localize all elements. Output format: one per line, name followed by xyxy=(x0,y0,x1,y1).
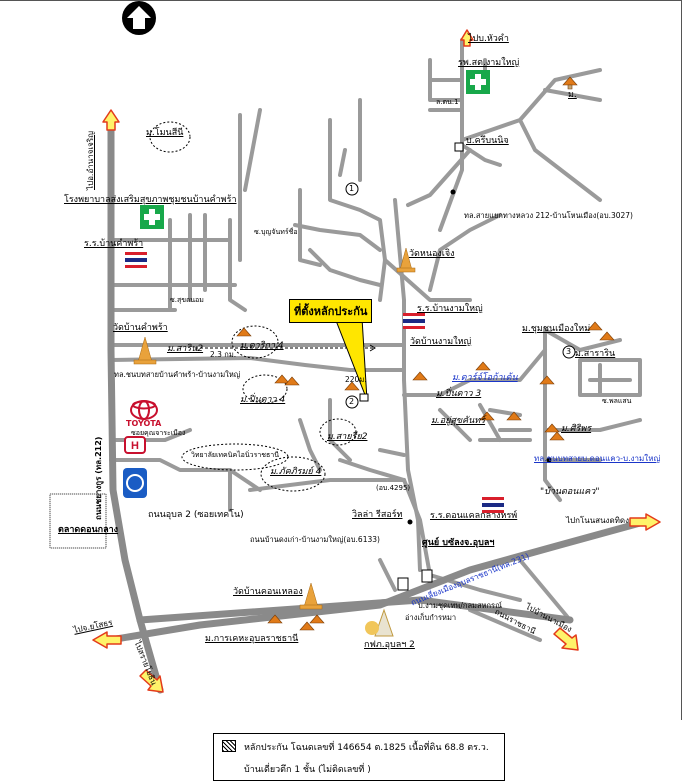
soi-label: ล.ตน.1 xyxy=(436,98,459,106)
to-huakua-label: ไปบ.หัวคํา xyxy=(468,34,509,44)
hatch-swatch-icon xyxy=(222,740,236,752)
college-label: วิทยาลัยเทคนิคไอนิ่วราชธานี xyxy=(191,451,279,459)
village-label: ม.โมนสีนี xyxy=(146,128,184,138)
marker-1 xyxy=(345,182,359,196)
soi-label-3: ซ.สุขถนอม xyxy=(170,296,204,304)
village-label-3: ม.สาริน2 xyxy=(167,344,204,354)
road-label-3: ถนนอุบล 2 (ซอยเทคโน) xyxy=(148,510,244,520)
legend-line-2: บ้านเดี่ยวตึก 1 ชั้น (ไม่ติดเลขที่ ) xyxy=(244,765,371,775)
village-label-11: ม.สายรีย2 xyxy=(327,432,368,442)
temple-label-3: วัดบ้านคำพร้า xyxy=(113,323,168,333)
village-outlines xyxy=(149,121,357,492)
north-arrow-icon xyxy=(122,1,156,35)
village-label-5: ม.สาราริน xyxy=(575,349,616,359)
soi-label-2: ซ.บุญจันทร์ชื่อ xyxy=(254,228,298,236)
highway-label: ถนนชยางกูร (ทล.212) xyxy=(94,436,103,520)
hospital-label: โรงพยาบาลส่งเสริมสุขภาพชุมชนบ้านคำพร้า xyxy=(64,195,237,205)
village-label-4: ม.ดาริกา 4 xyxy=(240,341,284,351)
marker-1-number: 1 xyxy=(349,184,355,193)
school-flag-icon xyxy=(125,252,504,513)
toyota-label: TOYOTA xyxy=(126,419,162,428)
road-label-2: ทล.ชนบทสายบ.ดอนแคว-บ.งามใหญ่ xyxy=(534,454,661,463)
school-label-3: ร.ร.ดอนแคลกลางหรพ์ xyxy=(430,511,518,521)
marker-3 xyxy=(562,345,576,359)
temple-icon xyxy=(133,247,416,610)
village-house-icon xyxy=(236,76,615,631)
hospital-icon xyxy=(466,70,490,94)
building-label-2: อ่างเก็บกำรหมา xyxy=(405,613,457,622)
rp-ngamyai-label: รพ.สต.งามใหญ่ xyxy=(458,58,520,68)
landmark-icon xyxy=(365,608,394,637)
village-label-8: ม.ปิ่นดาว 3 xyxy=(436,389,482,399)
road-label: ทล.ชนบทสายบ้านคำพร้า-บ้านงามใหญ่ xyxy=(114,370,241,379)
road-label-4: ถนนบ้านดงเก่า-บ้านงามใหญ่(อบ.6133) xyxy=(250,535,380,544)
distance-label: 2.3 กม. xyxy=(210,350,237,359)
market-label: ตลาดดอนกลาง xyxy=(58,525,119,535)
road-code-label: (อบ.4295) xyxy=(376,484,411,492)
marker-2 xyxy=(345,395,359,409)
village-label-10: ม.ศิริพร xyxy=(561,424,592,434)
school-label: ร.ร.บ้านคำพร้า xyxy=(84,239,144,249)
village-label-14: ม.การเคหะอุบลราชธานี xyxy=(205,634,299,644)
ban-label: บ.ครึบนนิจ xyxy=(466,136,509,146)
direction-arrows xyxy=(92,29,661,693)
resort-label: วิลล่า รีสอร์ท xyxy=(352,510,403,520)
village-label-7: ม.ปิ่นดาว 4 xyxy=(240,395,286,405)
local-roads xyxy=(109,38,642,642)
honda-logo-icon: H xyxy=(124,436,146,454)
temple-label-2: วัดบ้านงามใหญ่ xyxy=(410,337,472,347)
direction-label: ไปกโนนสนงดทิดง xyxy=(566,516,630,525)
point-markers xyxy=(407,189,552,525)
collateral-location-callout: ที่ตั้งหลักประกัน xyxy=(289,299,373,323)
kfp-label: กฟภ.อุบลฯ 2 xyxy=(364,640,415,650)
marker-2-number: 2 xyxy=(349,397,355,406)
market-area xyxy=(49,493,107,549)
toyota-logo-icon xyxy=(130,400,158,420)
village-label-9: ม.อยู่สุขคันทร์ xyxy=(431,416,486,426)
distance-line xyxy=(195,344,376,352)
legend-line-1: หลักประกัน โฉนดเลขที่ 146654 ต.1825 เนื้… xyxy=(244,743,489,753)
svg-text:H: H xyxy=(131,440,139,452)
map-legend: หลักประกัน โฉนดเลขที่ 146654 ต.1825 เนื้… xyxy=(213,733,505,781)
center-label: ศูนย์ บซัลงจ.อุบลฯ xyxy=(422,538,495,548)
village-label-6: ม.ดาร์จ์โอก้าเด้น xyxy=(452,373,518,383)
distance-label-2: 220ม. xyxy=(345,375,367,384)
temple-label-4: วัดบ้านคอนเหลอง xyxy=(233,587,303,597)
soi-label-4: ซ.พลแสน xyxy=(602,397,632,405)
temple-label: วัดหนองเจิง xyxy=(409,249,455,259)
building-label: บ.งามชุดเทพ/กลมสหกรณ์ xyxy=(418,601,503,610)
village-label-2: ม.ชุมชนเมืองใหม่ xyxy=(522,324,591,334)
marker-3-number: 3 xyxy=(566,347,572,356)
hospital-icon-2 xyxy=(140,205,164,229)
highways xyxy=(106,121,644,694)
to-amnatcharoen-label: ไปอ.อำนาจเจริญ xyxy=(86,131,95,190)
company-logo-icon xyxy=(123,468,147,498)
soi-label-5: ซอยคุณจาระเมือง xyxy=(131,429,186,437)
school-label-2: ร.ร.บ้านงามใหญ่ xyxy=(417,304,483,314)
village-label-13: "บ้านดอนแคว" xyxy=(540,487,600,497)
temple-m-label: ม. xyxy=(568,90,577,100)
village-label-12: ม.ภัคภิรมย์ 4 xyxy=(270,467,322,477)
building-marker xyxy=(397,142,464,591)
hw212-label: ทล.สายแยกทางหลวง 212-บ้านโหนเมือง(อบ.302… xyxy=(464,211,633,220)
